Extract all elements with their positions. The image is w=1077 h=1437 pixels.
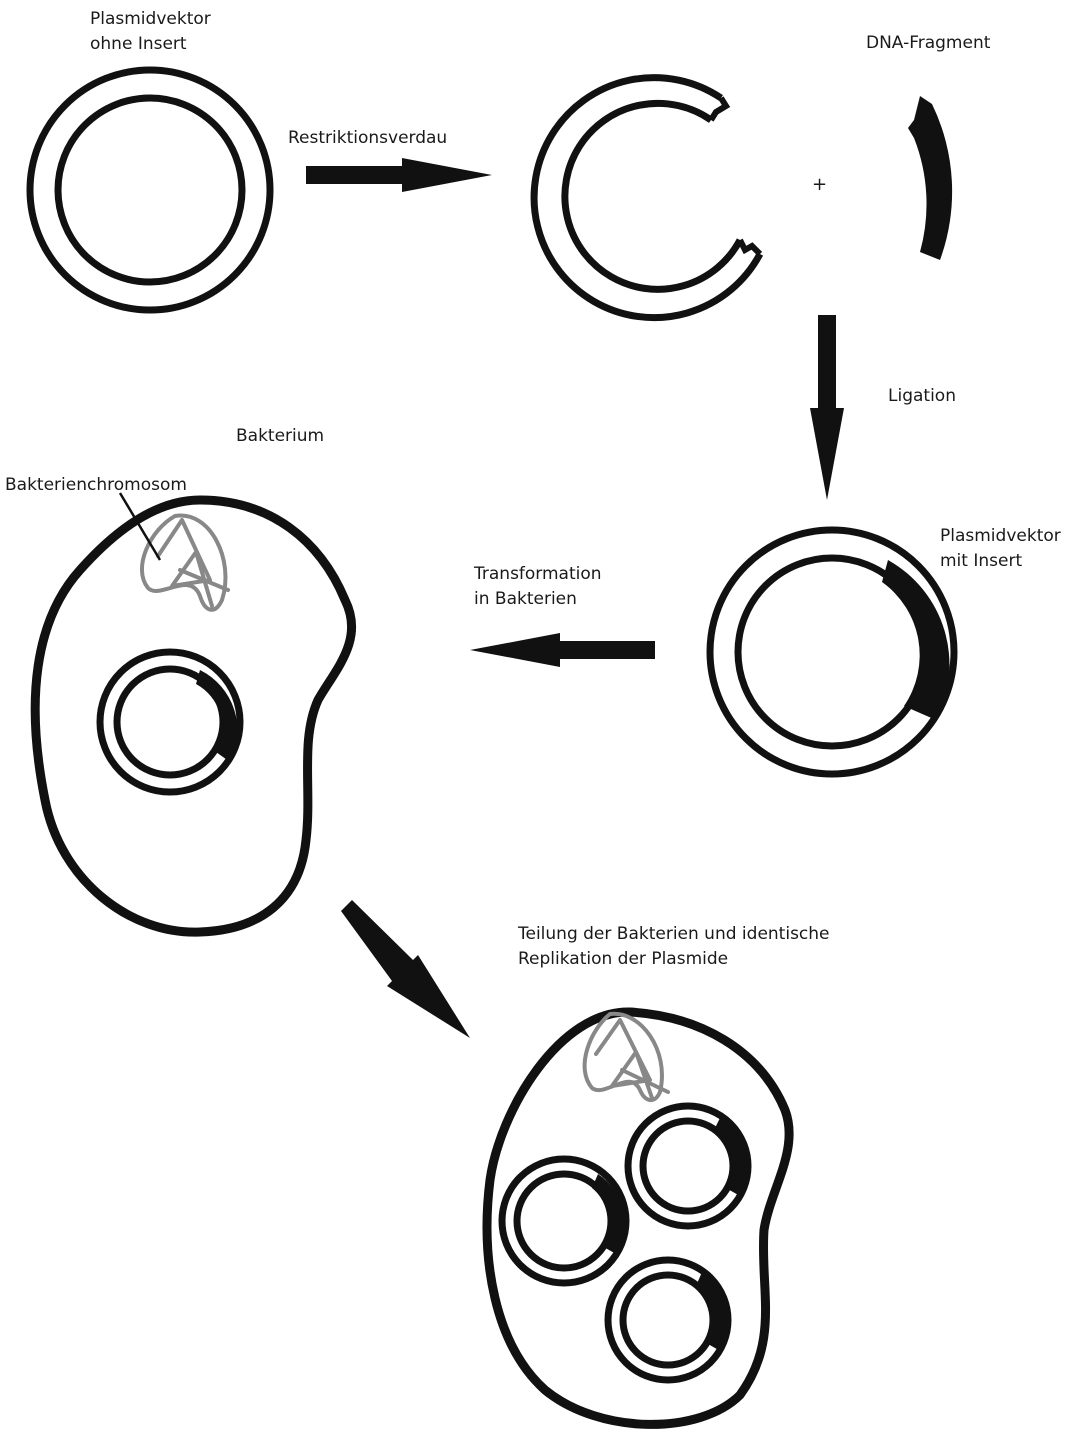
label-plasmid-with-insert-line1: Plasmidvektor: [940, 526, 1061, 546]
replicated-plasmid-1: [628, 1106, 748, 1226]
replicated-plasmid-3: [608, 1260, 730, 1380]
plus-sign: +: [812, 174, 827, 195]
label-plasmid-with-insert-line2: mit Insert: [940, 551, 1022, 571]
label-bacterium: Bakterium: [236, 426, 324, 446]
bacterium-membrane: [35, 500, 351, 932]
bacterium: [35, 500, 351, 932]
opened-plasmid: [534, 78, 760, 318]
label-plasmid-without-insert-line1: Plasmidvektor: [90, 9, 211, 29]
label-division-line2: Replikation der Plasmide: [518, 949, 728, 969]
dividing-bacterium-chromosome: [585, 1014, 668, 1100]
plasmid-without-insert: [30, 70, 270, 310]
dividing-bacterium-membrane: [487, 1012, 789, 1424]
label-division-line1: Teilung der Bakterien und identische: [517, 924, 830, 944]
arrow-division: [341, 900, 470, 1038]
replicated-plasmid-2: [502, 1159, 626, 1283]
label-restriction-digest: Restriktionsverdau: [288, 128, 447, 148]
label-ligation: Ligation: [888, 386, 956, 406]
arrow-ligation: [810, 315, 844, 500]
plasmid-with-insert: [710, 530, 954, 774]
bacterial-chromosome: [142, 516, 228, 610]
label-transformation-line1: Transformation: [473, 564, 602, 584]
dna-fragment: [908, 96, 952, 260]
arrow-transformation: [470, 633, 655, 667]
label-transformation-line2: in Bakterien: [474, 589, 577, 609]
bacterium-plasmid: [100, 652, 240, 792]
label-dna-fragment: DNA-Fragment: [866, 33, 991, 53]
label-bacterial-chromosome: Bakterienchromosom: [5, 475, 187, 495]
label-plasmid-without-insert-line2: ohne Insert: [90, 34, 187, 54]
dividing-bacterium: [487, 1012, 789, 1424]
arrow-restriction-digest: [306, 158, 492, 192]
